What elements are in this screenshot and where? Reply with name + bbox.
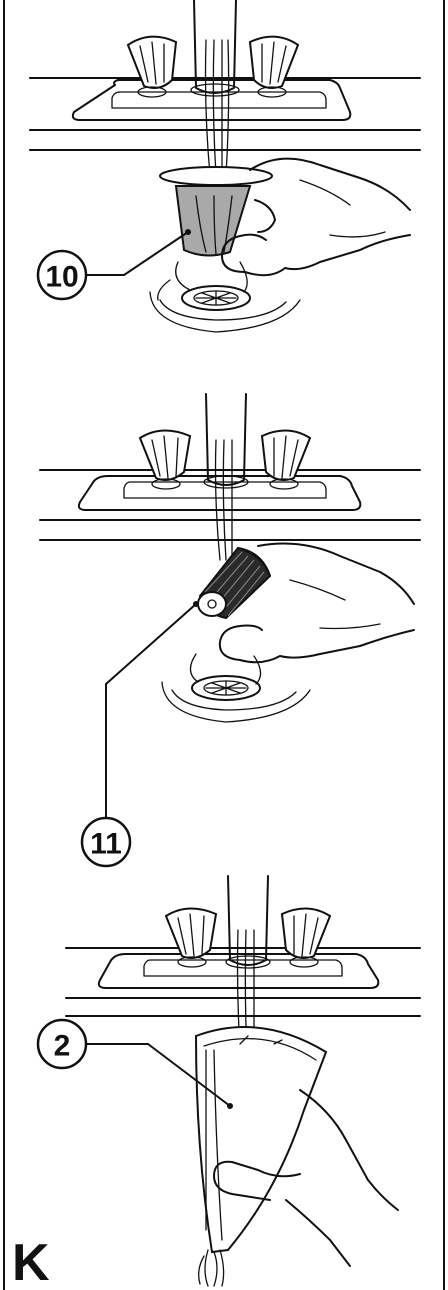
faucet-spout [205, 393, 247, 486]
filter-cup [159, 166, 273, 257]
left-tap-knob [126, 35, 178, 98]
faucet-spout [193, 0, 237, 94]
left-tap-knob [138, 429, 192, 490]
callout-number: 10 [45, 261, 78, 294]
faucet-base-plate [77, 475, 362, 511]
callout-circle [36, 249, 88, 301]
right-tap-knob [248, 35, 300, 98]
callout-leader [147, 1043, 231, 1107]
faucet-base-plate [71, 79, 352, 121]
panel-rinse-filter-cup: 10 [29, 0, 421, 333]
callout-circle [80, 816, 132, 868]
faucet-base-inner [143, 959, 343, 977]
faucet-collar [203, 475, 249, 489]
callout-number: 2 [54, 1030, 71, 1063]
faucet-base-inner [111, 91, 327, 109]
callout-leader [123, 231, 189, 276]
callout-circle [36, 1018, 88, 1070]
faucet-base-plate [97, 953, 380, 989]
hand [218, 542, 415, 664]
sink-drain [149, 261, 301, 333]
water-stream [204, 39, 230, 176]
panel-rinse-water-tank: 2 [36, 875, 421, 1287]
faucet-collar [190, 83, 240, 97]
water-drip [198, 1249, 225, 1287]
faucet-spout [227, 875, 269, 966]
right-tap-knob [280, 907, 332, 968]
faucet-base-inner [123, 481, 327, 499]
right-tap-knob [260, 429, 312, 490]
figure-label: K [12, 1234, 50, 1290]
hand [213, 1089, 399, 1267]
water-tank [194, 1026, 328, 1254]
sink-drain [161, 653, 311, 723]
left-tap-knob [164, 907, 218, 968]
callout-leader [105, 603, 197, 685]
water-stream [214, 439, 233, 561]
panel-rinse-filter-cone: 11 [39, 393, 421, 868]
filter-cone [197, 546, 272, 620]
callout-number: 11 [90, 828, 122, 861]
faucet-collar [225, 955, 271, 969]
